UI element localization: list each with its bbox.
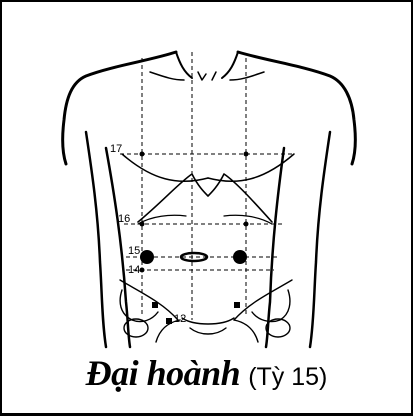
point-17-marker	[140, 152, 145, 157]
left-arm	[86, 132, 106, 347]
label-12: 12	[174, 313, 186, 325]
point-17-right-marker	[244, 152, 249, 157]
label-14: 14	[128, 264, 140, 276]
point-16-marker	[140, 222, 145, 227]
point-name: Đại hoành	[86, 353, 241, 393]
iliac-crests	[120, 280, 292, 320]
lower-ribs	[138, 215, 272, 224]
sternal-notch	[198, 72, 216, 80]
left-flank	[106, 148, 130, 347]
right-shoulder-outline	[238, 52, 355, 164]
point-15-right-marker	[233, 250, 247, 264]
pubic-symphysis	[182, 318, 234, 334]
left-clavicle	[150, 72, 184, 80]
label-15: 15	[128, 245, 140, 257]
right-femoral-head	[266, 319, 290, 337]
point-13-right-marker	[234, 302, 240, 308]
point-16-right-marker	[244, 222, 249, 227]
label-16: 16	[118, 213, 130, 225]
point-15-left-marker	[140, 250, 154, 264]
left-pectoral	[122, 154, 208, 181]
point-13-left-marker	[152, 302, 158, 308]
point-14-marker	[140, 268, 145, 273]
caption: Đại hoành (Tỳ 15)	[2, 352, 411, 394]
torso-acupoint-diagram: 17 16 15 14 12	[2, 2, 411, 352]
point-12-marker	[166, 318, 172, 324]
right-flank	[266, 148, 284, 347]
label-17: 17	[110, 143, 122, 155]
right-arm	[310, 132, 330, 347]
costal-arch	[138, 174, 272, 222]
neck-right	[222, 52, 238, 78]
point-reference: (Tỳ 15)	[248, 363, 327, 391]
neck-left	[176, 52, 192, 78]
right-clavicle	[230, 72, 264, 80]
